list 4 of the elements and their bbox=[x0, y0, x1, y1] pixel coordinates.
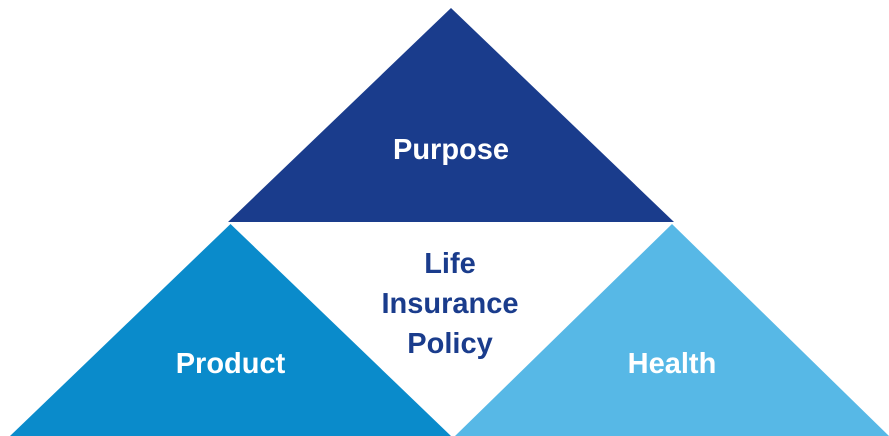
triangle-label: Health bbox=[626, 347, 718, 382]
triangle-label: Product bbox=[174, 347, 286, 382]
center-label: Life Insurance Policy bbox=[380, 247, 520, 362]
triangle-label: Purpose bbox=[392, 133, 510, 168]
